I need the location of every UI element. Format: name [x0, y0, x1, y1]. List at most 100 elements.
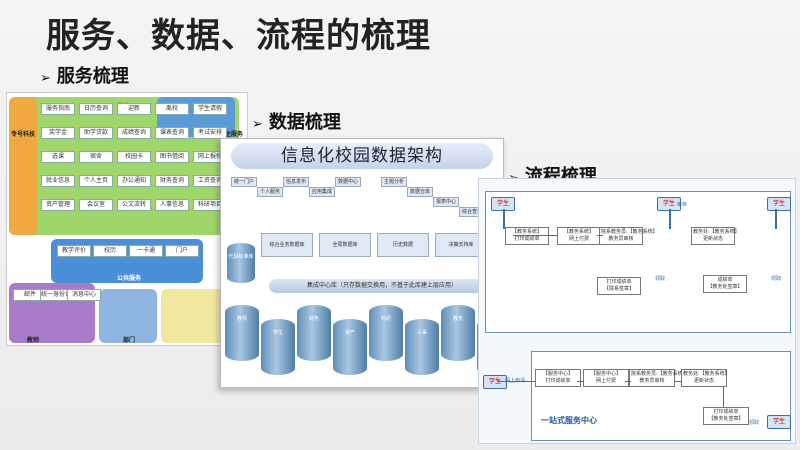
group-label: 学生服务	[219, 131, 244, 138]
process-node-bottom: 【服务中心】 网上付费	[583, 369, 629, 387]
connector-line	[513, 235, 557, 236]
process-node: 院系教务员:【教务系统】 教务员审核	[599, 227, 658, 245]
actor-student: 学生	[767, 415, 791, 429]
connector-line	[669, 209, 671, 229]
service-cell: 图书借阅	[155, 151, 189, 163]
process-node: 打印成绩单 【院系签章】	[597, 277, 641, 295]
service-cell: 课表查询	[155, 127, 189, 139]
arrow-icon: ➢	[40, 71, 51, 86]
connector-line	[723, 387, 724, 407]
section-data-label: 数据梳理	[268, 112, 341, 133]
data-store: 教务	[441, 305, 475, 361]
service-cell: 成绩查询	[117, 127, 151, 139]
connector-line	[675, 381, 681, 382]
group-label: 公共服务	[117, 275, 142, 282]
process-node-bottom: 【服务中心】 打印成绩单	[535, 369, 581, 387]
connector-line	[625, 381, 631, 382]
side-label: 领取	[655, 276, 666, 282]
service-cell: 选课	[41, 151, 75, 163]
data-store: 财务	[297, 305, 331, 361]
data-top-cell: 个人服务	[257, 187, 283, 197]
service-cell: 学生请假	[193, 103, 227, 115]
service-cell: 资产管理	[41, 199, 75, 211]
group-label: 教师	[27, 337, 40, 344]
data-store: 资产	[333, 319, 367, 375]
connector-line	[577, 381, 583, 382]
data-store-label: 人事	[416, 330, 427, 336]
process-node: 教务处:【教务系统】 更新状态	[691, 227, 740, 245]
service-cell: 一卡通	[129, 245, 163, 257]
data-store: 学生	[261, 319, 295, 375]
connector-line	[775, 209, 777, 229]
data-store-label: 资产	[344, 330, 355, 336]
process-node: 【教务系统】 网上付费	[557, 227, 601, 245]
group-label: 专号科技	[11, 131, 36, 138]
service-cell: 奖学金	[41, 127, 75, 139]
arrow-icon: ➢	[252, 117, 263, 132]
code-store-label: 代码标准库	[228, 254, 254, 260]
process-diagram: 学生学生学生学生学生【教务系统】 打印成绩单【教务系统】 网上付费院系教务员:【…	[478, 178, 796, 444]
connector-line	[503, 209, 505, 229]
service-cell: 助学贷款	[79, 127, 113, 139]
connector-line	[597, 235, 603, 236]
data-top-cell: 数据中心	[335, 177, 361, 187]
service-cell: 消息中心	[67, 289, 101, 301]
actor-student: 学生	[767, 197, 791, 211]
section-service-label: 服务梳理	[56, 66, 129, 87]
connector-line	[497, 381, 535, 382]
process-node-bottom: 打印成绩单 【教务处签章】	[703, 407, 749, 425]
process-node: 【教务系统】 打印成绩单	[505, 227, 549, 245]
side-label: 领取	[749, 420, 760, 426]
data-top-cell: 报表中心	[433, 197, 459, 207]
data-store: 教师	[225, 305, 259, 361]
service-cell: 校历	[93, 245, 127, 257]
page-title: 服务、数据、流程的梳理	[46, 16, 431, 56]
code-store: 代码标准库	[227, 243, 255, 283]
section-data: ➢ 数据梳理	[252, 108, 341, 134]
service-cell: 就业信息	[41, 175, 75, 187]
data-store: 人事	[405, 319, 439, 375]
data-store-label: 教务	[452, 316, 463, 322]
data-top-cell: 应用集成	[309, 187, 335, 197]
data-store-label: 学生	[272, 330, 283, 336]
service-cell: 宿舍	[79, 151, 113, 163]
side-label: 审核	[677, 202, 688, 208]
data-top-cell: 信息发布	[283, 177, 309, 187]
service-cell: 日历查询	[79, 103, 113, 115]
data-top-cell: 统一门户	[231, 177, 257, 187]
process-lane-bottom	[531, 351, 791, 441]
service-cell: 教学评价	[57, 245, 91, 257]
data-store-label: 财务	[308, 316, 319, 322]
service-cell: 会议室	[79, 199, 113, 211]
data-top-cell: 主题分析	[381, 177, 407, 187]
integration-bus: 集成中心库（只存数据交换用，不基于此库建上层应用）	[269, 279, 495, 293]
group-label: 部门	[123, 337, 136, 344]
service-cell: 人事信息	[155, 199, 189, 211]
service-cell: 校园卡	[117, 151, 151, 163]
service-cell: 离校	[155, 103, 189, 115]
service-cell: 门户	[165, 245, 199, 257]
service-cell: 公文流转	[117, 199, 151, 211]
service-center-title: 一站式服务中心	[541, 416, 597, 425]
section-service: ➢ 服务梳理	[40, 62, 129, 88]
actor-student: 学生	[483, 375, 507, 389]
data-store-label: 科研	[380, 316, 391, 322]
data-store: 科研	[369, 305, 403, 361]
service-cell: 办公通知	[117, 175, 151, 187]
service-cell: 个人主页	[79, 175, 113, 187]
data-mid-cell: 综合业务数据库	[261, 233, 313, 257]
data-diagram-title: 信息化校园数据架构	[231, 143, 493, 169]
service-cell: 迎新	[117, 103, 151, 115]
data-architecture-diagram: 信息化校园数据架构 统一门户个人服务信息发布应用集成数据中心 主题分析数据仓库报表…	[220, 138, 504, 388]
data-store-label: 教师	[236, 316, 247, 322]
process-node-bottom: 教务处:【教务系统】 更新状态	[681, 369, 730, 387]
data-mid-cell: 历史数据	[377, 233, 429, 257]
service-diagram: 校地 专号科技 学生服务 公共服务 教师 部门 行 服务指南日历查询迎新离校学生…	[6, 92, 248, 346]
service-cell: 财务查询	[155, 175, 189, 187]
group-block-orange	[9, 97, 37, 235]
side-label: 领取	[771, 276, 782, 282]
service-cell: 考试安排	[193, 127, 227, 139]
data-top-cell: 数据仓库	[407, 187, 433, 197]
group-block-dept	[99, 289, 157, 343]
service-cell: 服务指南	[41, 103, 75, 115]
